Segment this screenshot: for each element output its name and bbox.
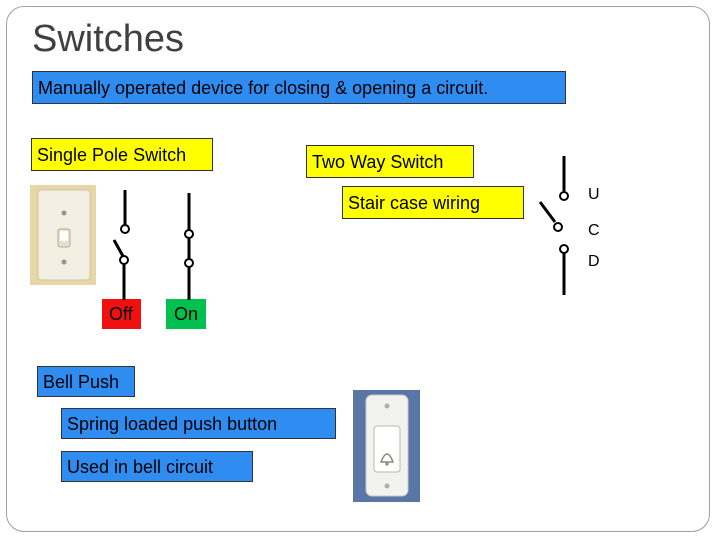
terminal-c-label: C — [588, 222, 600, 239]
slide-title: Switches — [32, 18, 185, 60]
slide-frame — [6, 6, 710, 532]
single-pole-off-symbol — [112, 190, 130, 300]
off-label: Off — [102, 299, 141, 329]
single-pole-on-symbol — [184, 193, 194, 300]
wall-switch-icon — [30, 185, 96, 285]
bell-push-label: Bell Push — [37, 366, 135, 397]
bell-desc-spring: Spring loaded push button — [61, 408, 336, 439]
on-label: On — [166, 299, 206, 329]
single-pole-label: Single Pole Switch — [31, 138, 213, 171]
bell-push-icon — [353, 390, 420, 502]
bell-desc-usage: Used in bell circuit — [61, 451, 253, 482]
terminal-d-label: D — [588, 253, 600, 270]
definition-box: Manually operated device for closing & o… — [32, 71, 566, 104]
staircase-label: Stair case wiring — [342, 186, 524, 219]
two-way-label: Two Way Switch — [306, 145, 474, 178]
two-way-switch-symbol — [538, 156, 569, 295]
terminal-u-label: U — [588, 186, 600, 203]
